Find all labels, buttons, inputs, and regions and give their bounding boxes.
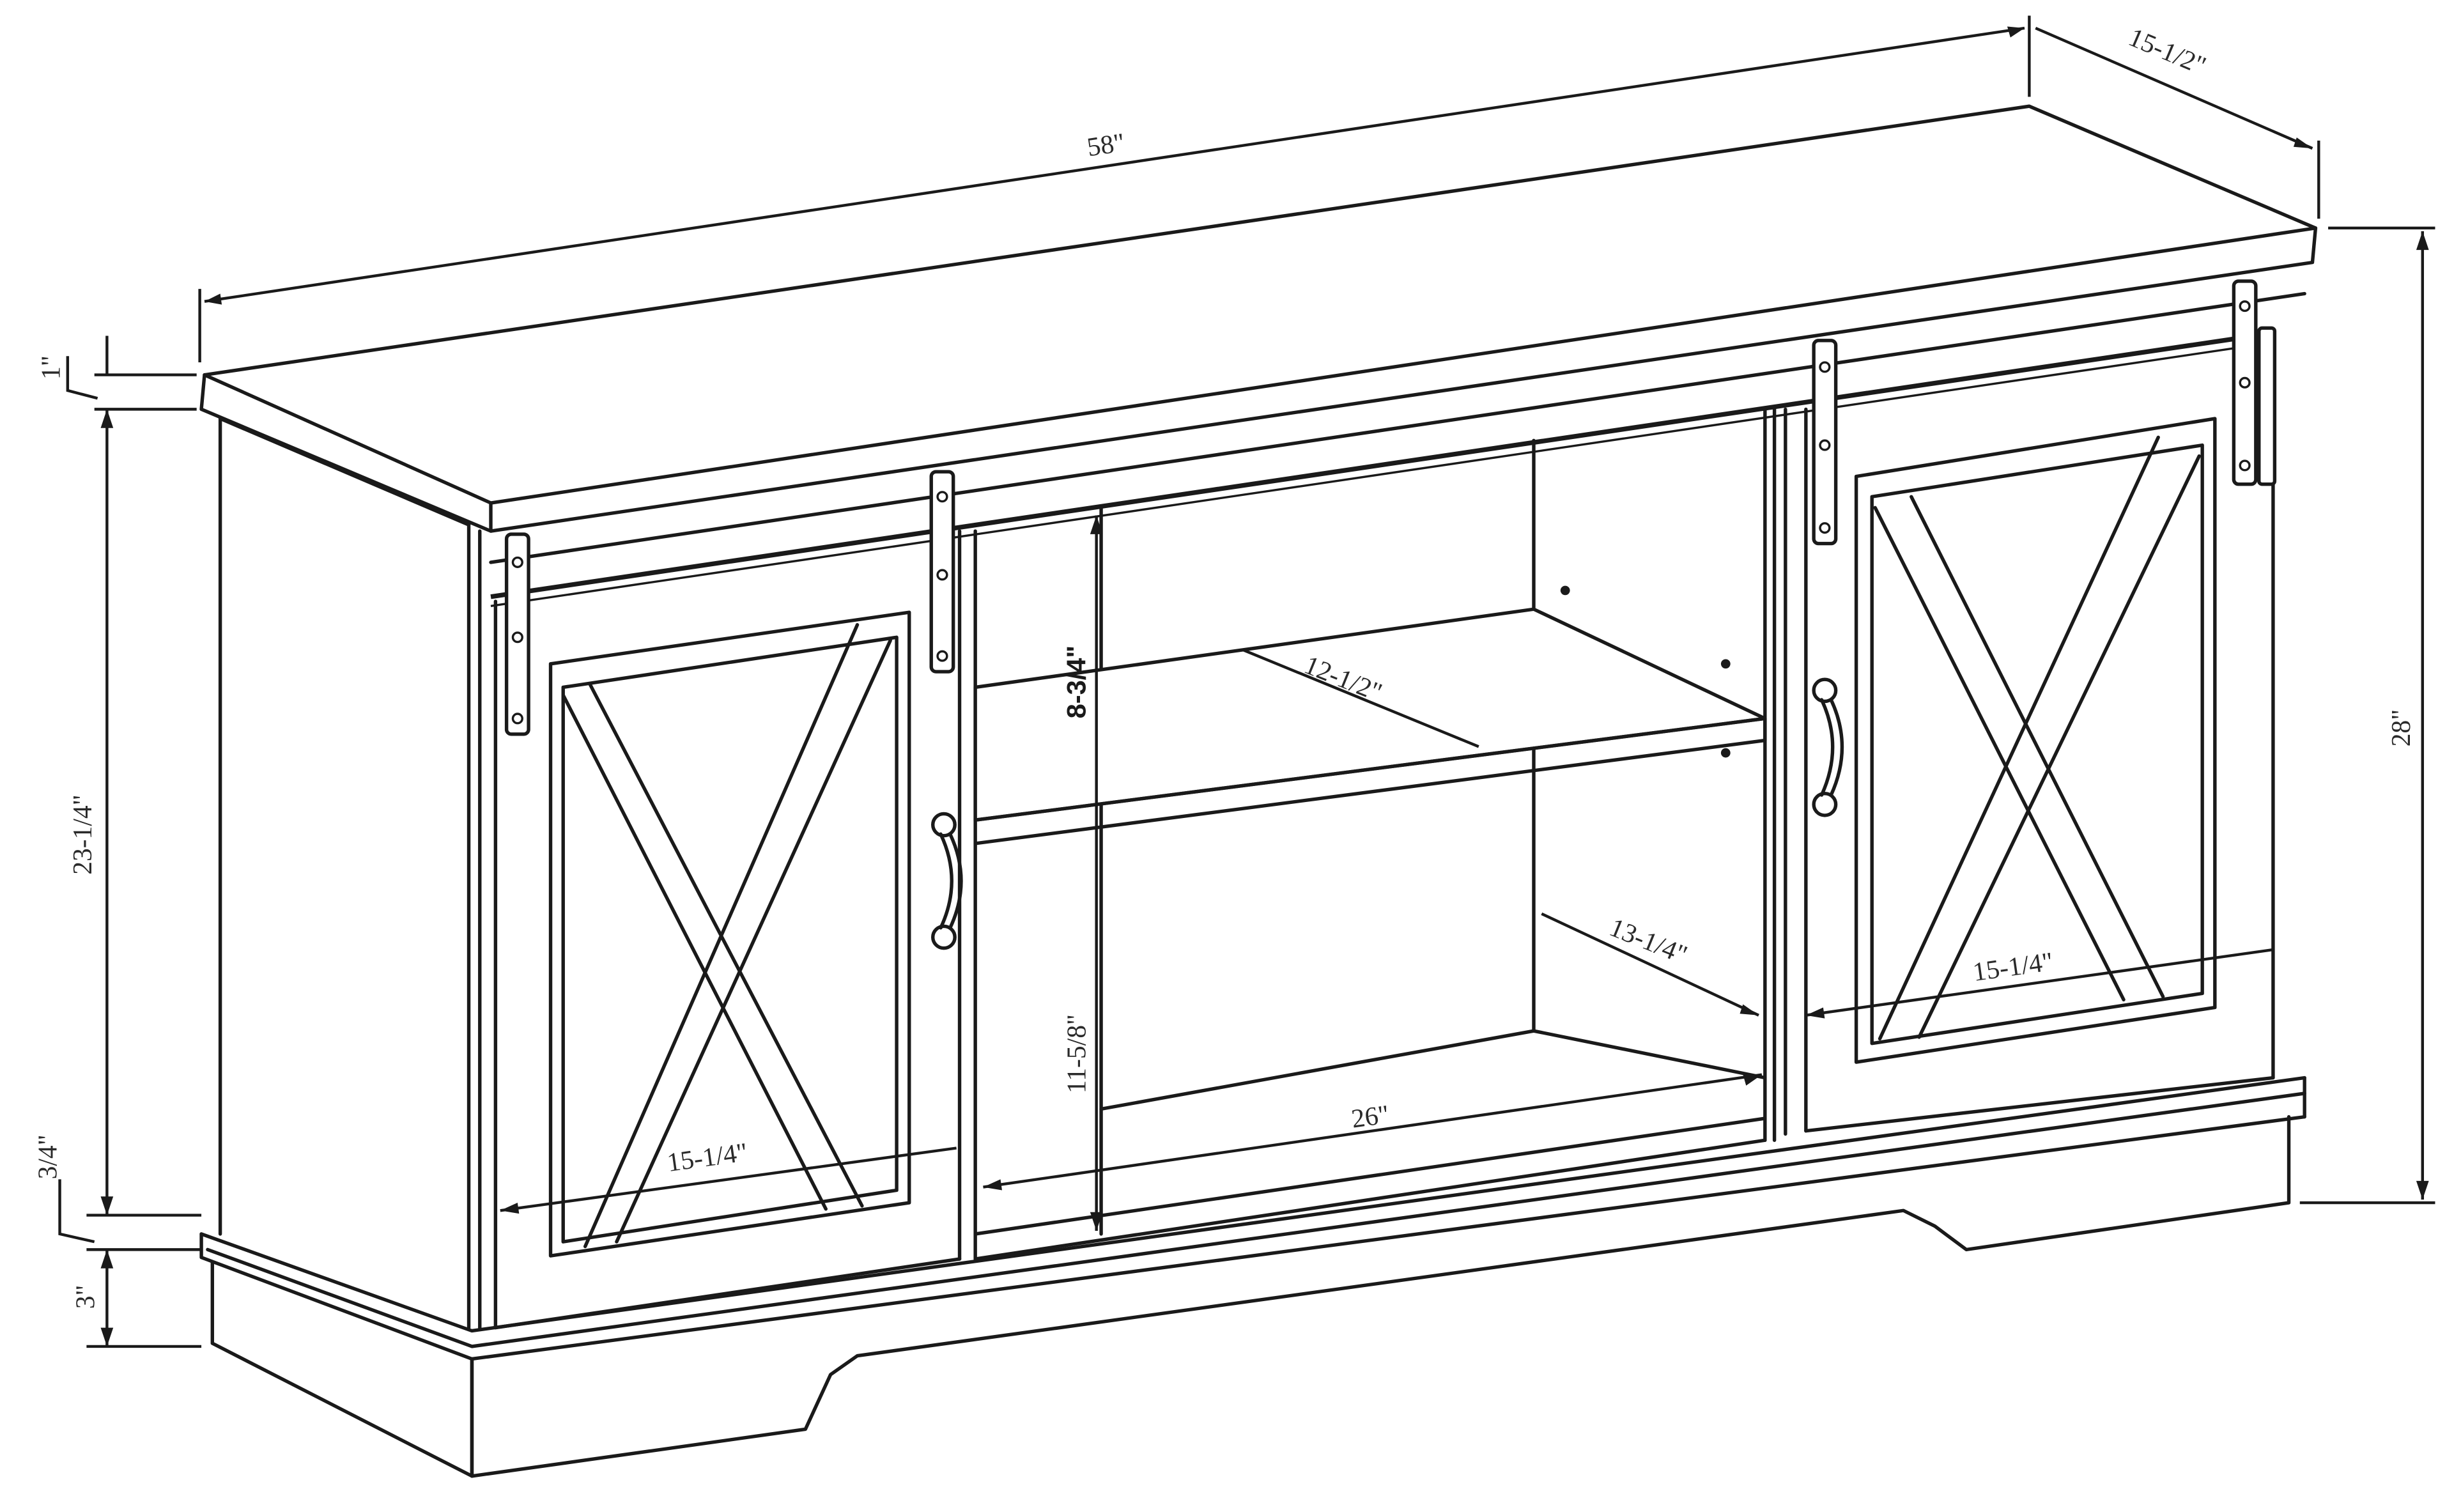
front-body: [478, 291, 2306, 1330]
dim-label-top-thickness: 1": [36, 355, 66, 380]
dim-label-overall-width: 58": [1085, 128, 1127, 162]
dim-label-base-height: 3": [72, 1285, 101, 1309]
left-side-panel: [218, 417, 471, 1330]
dimension-overall-width: 58": [198, 15, 2031, 363]
dimension-overall-height: 28": [2299, 226, 2435, 1205]
right-door-handle-icon: [1812, 677, 1844, 817]
dim-label-upper-opening: 8-3/4": [1061, 645, 1091, 718]
left-door-handle-icon: [930, 812, 963, 950]
dim-label-lower-opening: 11-5/8": [1062, 1014, 1092, 1093]
center-open-compartment: [973, 407, 1777, 1261]
dimension-center-width: 26": [983, 1073, 1763, 1191]
dimension-left-cabinet-width: 15-1/4": [500, 1138, 957, 1214]
dim-label-body-height: 23-1/4": [68, 794, 98, 874]
dim-label-center-width: 26": [1350, 1100, 1391, 1134]
left-door-hangers: [504, 470, 955, 736]
dimension-left-stack: 1" 23-1/4" 3/4" 3": [33, 336, 202, 1348]
dimension-center-heights: 8-3/4" 11-5/8": [1061, 515, 1103, 1231]
dim-label-overall-height: 28": [2387, 709, 2416, 747]
dim-label-left-cabinet-width: 15-1/4": [665, 1138, 749, 1178]
right-sliding-door: [1784, 342, 2275, 1136]
dim-label-plinth-trim: 3/4": [33, 1134, 63, 1179]
dimension-interior-depth: 13-1/4": [1541, 912, 1759, 1017]
adjustable-shelf: [973, 607, 1767, 845]
tabletop: [199, 104, 2318, 533]
base-plinth: [199, 1076, 2306, 1478]
right-door-hangers: [1812, 279, 2277, 546]
left-sliding-door: [493, 529, 962, 1330]
dim-label-interior-depth: 13-1/4": [1605, 913, 1691, 969]
